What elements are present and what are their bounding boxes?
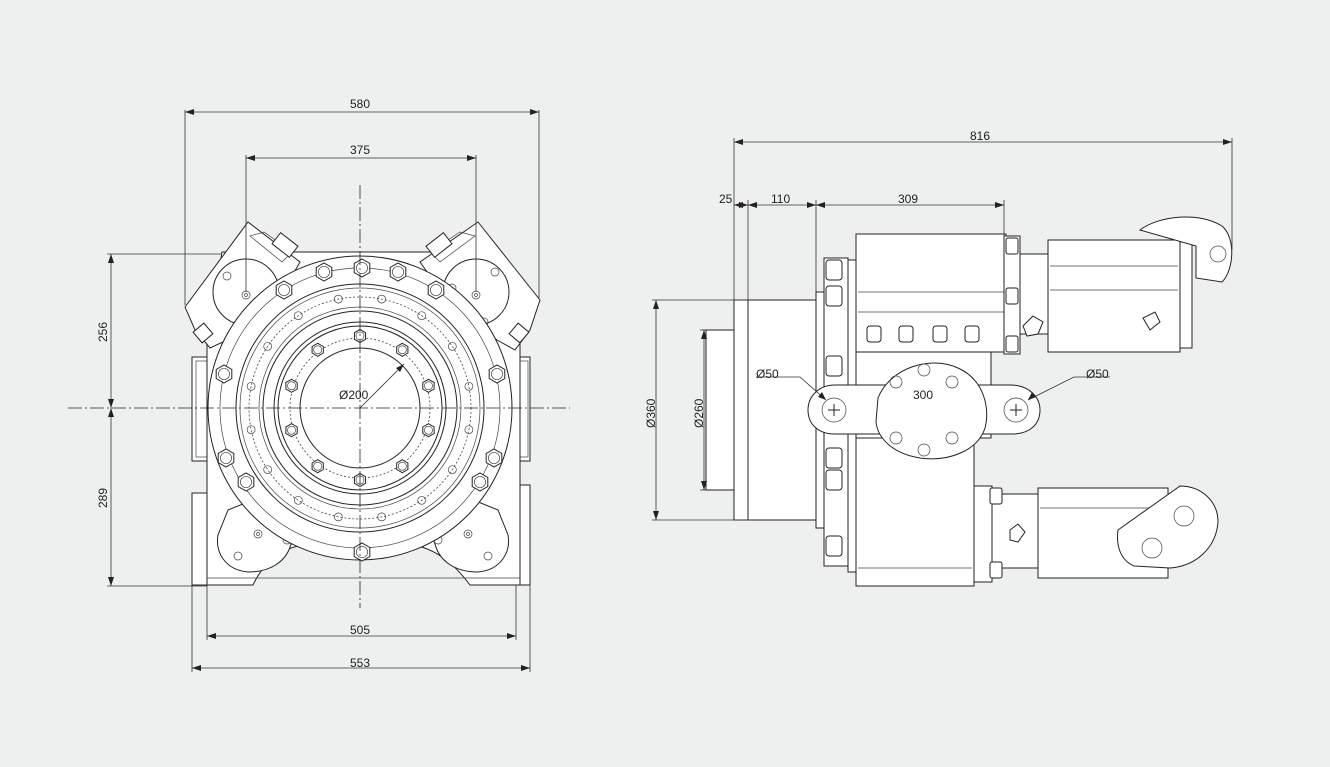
ring-hole [333,512,343,522]
pin-right-label: Ø50 [1086,367,1109,381]
side-bolt-head [825,447,843,469]
outer-bolt [471,472,489,492]
dim-sections: 25 110 309 [719,192,1005,300]
outer-bolt-seat [488,452,500,464]
dim-width-overall-label: 580 [350,97,370,111]
inner-bolt-seat [313,345,323,355]
dim-base-overall-label: 553 [350,656,370,670]
inner-bolt-seat [424,425,433,435]
bore-diameter-label: Ø200 [339,388,369,402]
ring-hole [333,294,343,304]
outer-bolt [275,280,293,300]
body-bolt-head [964,325,980,343]
dim-flange-depth-label: 110 [771,192,790,206]
side-view: 816 25 110 309 Ø360 [644,129,1233,587]
ring-hole [246,425,256,435]
inner-bolt-seat [313,461,323,471]
dim-base-overall: 553 [191,585,531,672]
dim-base-width-label: 505 [350,623,370,637]
outer-bolt [215,364,233,384]
ring-hole [293,311,303,321]
ring-hole [377,294,387,304]
outer-bolt [237,472,255,492]
inner-bolt-seat [287,381,296,391]
outer-bolt [353,258,371,278]
side-bolts [825,237,1019,579]
side-bolt-head [825,285,843,307]
front-view: Ø200 580 375 256 [68,97,570,672]
dim-height-lower-label: 289 [96,488,110,508]
dim-body-length-label: 309 [898,192,918,206]
side-bolt-head [825,535,843,557]
bolt-pattern [215,258,506,562]
ring-hole [447,465,457,475]
ring-hole [464,381,474,391]
outer-bolt [485,448,503,468]
outer-bolt-seat [356,546,368,558]
outer-bolt [217,448,235,468]
pin-callouts: Ø50 Ø50 300 [756,367,1110,402]
ring-hole [263,465,273,475]
ring-hole [293,495,303,505]
inner-bolt-seat [287,425,296,435]
dim-base-width: 505 [206,585,517,640]
outer-bolt [353,542,371,562]
cylinder-bolt-head [1005,335,1019,353]
cylinder-bolt-head [989,487,1003,505]
outer-bolt-seat [392,266,404,278]
dim-length-overall-label: 816 [970,129,990,143]
inner-bolt-seat [424,381,433,391]
dim-diameter-inner-label: Ø260 [692,398,706,428]
dim-flange-thickness-label: 25 [719,192,733,206]
inner-bolt-seat [397,461,407,471]
outer-bolt [427,280,445,300]
outer-bolt-seat [491,368,503,380]
ring-hole [246,381,256,391]
cylinder-bolt-head [989,561,1003,579]
cylinder-bolt-head [1005,237,1019,255]
side-bolt-head [825,469,843,491]
outer-bolt-seat [356,262,368,274]
outer-bolt-seat [218,368,230,380]
cylinder-bolt-head [1005,287,1019,305]
dim-width-mid-label: 375 [350,143,370,157]
pin-spacing-label: 300 [913,388,933,402]
upper-cylinder [1022,216,1233,353]
ring-hole [263,341,273,351]
outer-bolt-seat [278,284,290,296]
dim-height-upper-label: 256 [96,322,110,342]
ring-hole [447,341,457,351]
side-bolt-head [825,259,843,281]
dim-diameter-outer: Ø360 [644,299,748,521]
dim-diameter-outer-label: Ø360 [644,398,658,428]
outer-bolt-seat [318,266,330,278]
lower-cylinder [1009,485,1219,579]
dim-length-overall: 816 [733,129,1233,300]
outer-bolt-seat [474,476,486,488]
link-plate [807,362,1041,460]
outer-bolt-seat [220,452,232,464]
ring-hole [464,425,474,435]
side-bolt-head [825,355,843,377]
outer-bolt [488,364,506,384]
dim-diameter-inner: Ø260 [692,329,707,491]
outer-bolt [315,262,333,282]
body-bolt-head [866,325,882,343]
inner-bolt-seat [397,345,407,355]
body-bolt-head [932,325,948,343]
pin-left-label: Ø50 [756,367,779,381]
ring-hole [417,495,427,505]
body-bolt-head [898,325,914,343]
outer-bolt-seat [430,284,442,296]
dim-heights: 256 289 [96,253,222,587]
ring-hole [377,512,387,522]
outer-bolt [389,262,407,282]
dim-width-mid: 375 [245,143,477,292]
outer-bolt-seat [240,476,252,488]
ring-hole [417,311,427,321]
dim-width-overall: 580 [184,97,540,305]
